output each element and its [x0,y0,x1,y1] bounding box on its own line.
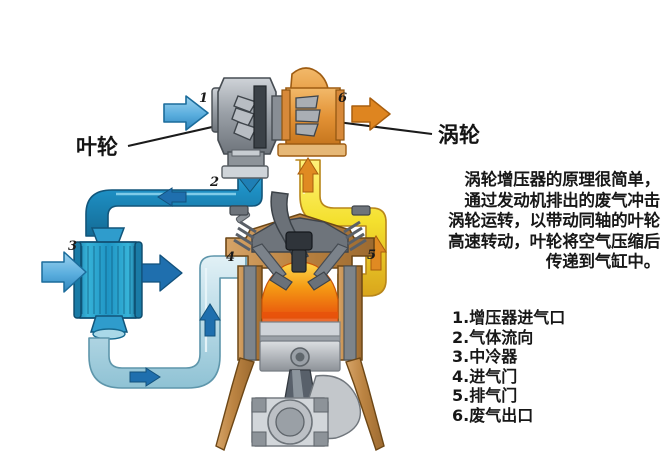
flow-arrow-left-charge-pipe [157,187,187,207]
legend-item-5: 5.排气门 [452,386,518,405]
legend-item-6: 6.废气出口 [452,405,534,425]
legend-list: 1.增压器进气口 2.气体流向 3.中冷器 4.进气门 5.排气门 6.废气出口 [452,308,662,425]
exhaust-outlet-arrow [351,97,391,131]
legend-item-2: 2.气体流向 [452,327,534,347]
callout-2: 2 [209,175,219,190]
flow-arrow-right-cooled-pipe [129,367,161,387]
intercooler [73,227,143,340]
callout-1: 1 [199,91,208,106]
flow-arrow-up-cooled-pipe [199,303,221,337]
engine-assembly [215,191,385,451]
cooled-air-arrow [141,254,183,292]
fuel-injector [270,191,313,273]
legend-item-4: 4.进气门 [452,366,518,386]
callout-5: 5 [367,248,376,263]
flow-arrow-up-turbine-inlet [297,157,319,193]
turbocharger [211,67,347,179]
legend-item-3: 3.中冷器 [452,347,518,366]
ambient-air-arrow [41,251,87,293]
label-impeller: 叶轮 [76,135,118,159]
callout-6: 6 [338,91,347,106]
description-paragraph: 涡轮增压器的原理很简单， 通过发动机排出的废气冲击 涡轮运转，以带动同轴的叶轮 … [448,170,660,271]
exhaust-valve [307,205,371,291]
callout-4: 4 [226,250,235,265]
intake-air-inlet-arrow [163,95,209,131]
label-turbine: 涡轮 [438,123,480,147]
legend-item-1: 1.增压器进气口 [452,308,566,327]
intake-valve [229,205,293,291]
callout-3: 3 [68,239,77,254]
